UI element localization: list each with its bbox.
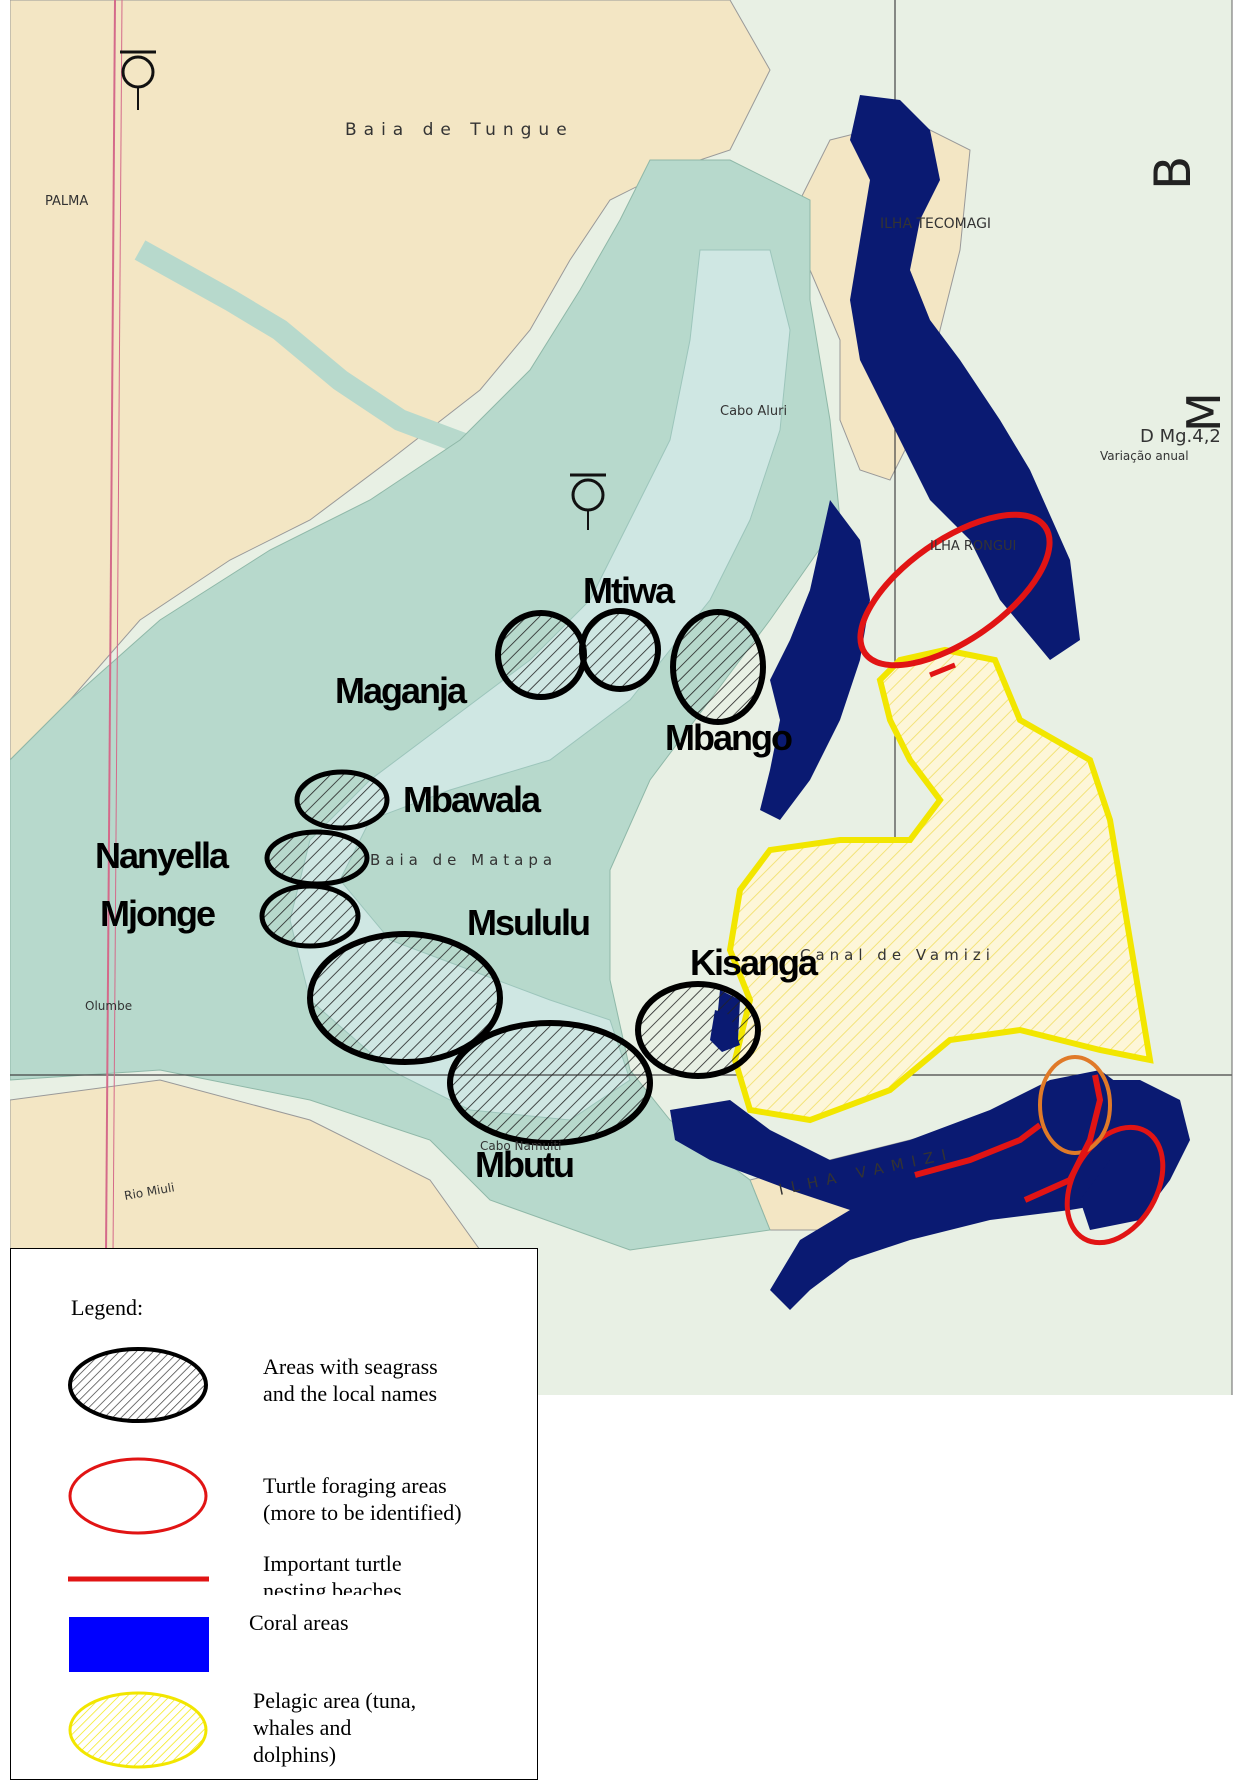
place-ilha-tecomagi: ILHA TECOMAGI [880,216,991,232]
map-legend: Legend: Areas with seagrass and the loca… [10,1248,538,1780]
place-cabo-namuiti: Cabo Namuiti [480,1139,562,1153]
place-canal-vamizi: Canal de Vamizi [800,946,995,964]
label-mjonge: Mjonge [100,893,215,934]
nesting-beach-1 [914,1122,1042,1178]
letter-m: M [1177,392,1231,432]
place-declination: D Mg.4,2 [1140,426,1221,447]
legend-pelagic-line1: Pelagic area (tuna, [253,1688,417,1713]
red-line-icon [68,1576,209,1582]
letter-b: B [1144,156,1202,190]
label-mtiwa: Mtiwa [583,570,676,611]
legend-nesting-line2: nesting beaches [263,1578,402,1595]
label-mbango: Mbango [665,717,792,758]
seagrass-mbango [670,609,766,725]
place-cabo-aluri: Cabo Aluri [720,404,787,419]
legend-foraging-line1: Turtle foraging areas [263,1473,447,1498]
legend-coral-line1: Coral areas [249,1610,349,1635]
red-ellipse-icon [68,1457,208,1535]
coral-area-north [850,95,1080,660]
turtle-foraging-north [857,511,1053,669]
lighthouse-icon-2 [570,473,606,530]
place-variacao-anual: Variação anual [1100,449,1189,463]
coral-area-mid [760,500,870,820]
seagrass-nanyella [264,829,370,887]
meridian-line [104,0,116,1395]
meridian-line-2 [111,0,123,1395]
label-kisanga: Kisanga [690,942,819,983]
place-ilha-rongui: ILHA RONGUI [930,539,1016,554]
label-maganja: Maganja [335,670,468,711]
legend-foraging-line2: (more to be identified) [263,1500,462,1525]
legend-seagrass-line1: Areas with seagrass [263,1354,438,1379]
label-nanyella: Nanyella [95,835,230,876]
seagrass-mjonge [259,883,361,949]
seagrass-map: Baia de Tungue PALMA ILHA TECOMAGI Cabo … [10,0,1238,1395]
seagrass-msululu [307,931,503,1065]
legend-seagrass-line2: and the local names [263,1381,438,1406]
seagrass-mtiwa [579,608,661,692]
legend-nesting-line1: Important turtle [263,1551,402,1576]
legend-pelagic-line3: dolphins) [253,1742,337,1767]
place-baia-matapa: Baia de Matapa [370,851,557,869]
blue-rectangle-icon [69,1617,209,1672]
place-olumbe: Olumbe [85,999,132,1013]
nesting-beach-2 [1023,1074,1104,1203]
turtle-foraging-orange [1038,1055,1112,1155]
pelagic-area [726,646,1154,1124]
land-north-west [10,0,771,761]
place-baia-tungue: Baia de Tungue [345,120,574,140]
lighthouse-icon [120,50,156,110]
label-mbawala: Mbawala [403,779,542,820]
coral-kisanga-blob [710,1010,740,1052]
nesting-beach-3 [929,662,956,678]
label-msululu: Msululu [467,902,589,943]
place-palma: PALMA [45,194,88,209]
seagrass-mbawala [294,769,390,831]
seagrass-maganja [495,610,587,700]
seagrass-mbutu [447,1020,653,1146]
hatched-ellipse-icon [68,1347,208,1423]
map-right-edge [1232,0,1238,1395]
yellow-hatched-ellipse-icon [68,1691,208,1769]
legend-title: Legend: [71,1295,144,1320]
seagrass-kisanga [635,981,761,1079]
legend-pelagic-line2: whales and [253,1715,352,1740]
label-mbutu: Mbutu [475,1144,573,1185]
